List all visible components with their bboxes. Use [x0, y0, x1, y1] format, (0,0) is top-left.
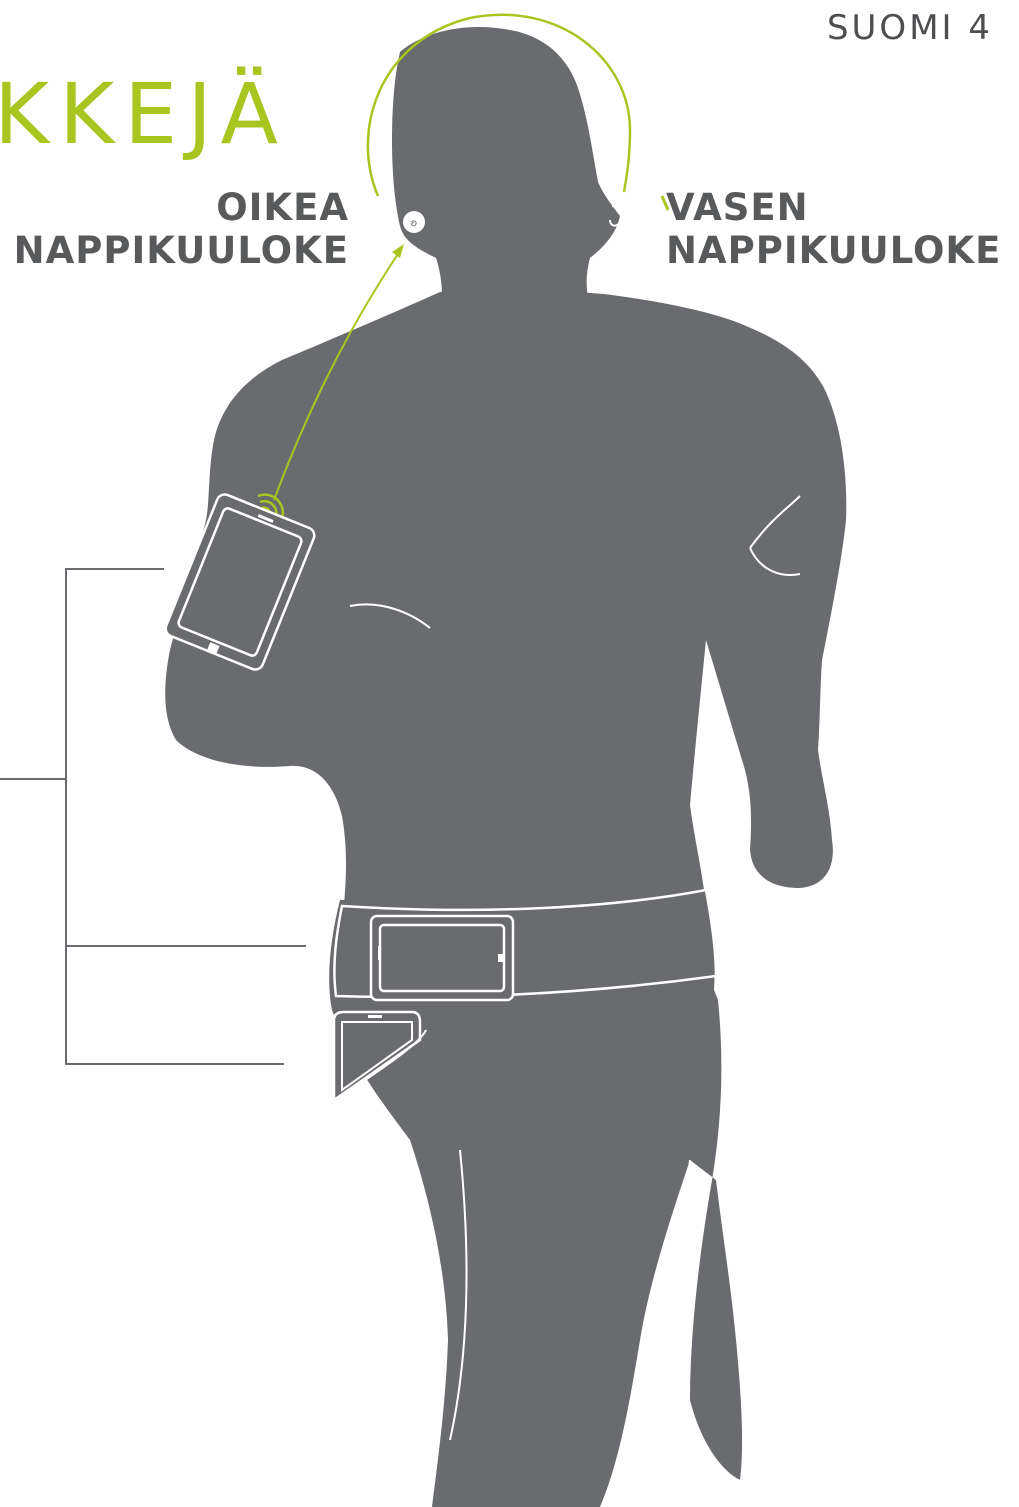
left-earbud-label: VASEN NAPPIKUULOKE	[666, 186, 1001, 272]
left-earbud-label-line1: VASEN	[666, 186, 1001, 229]
right-earbud-label-line2: NAPPIKUULOKE	[14, 229, 349, 272]
right-earbud-label: OIKEA NAPPIKUULOKE	[14, 186, 349, 272]
page-heading: KKEJÄ	[0, 72, 288, 156]
right-earbud-label-line1: OIKEA	[14, 186, 349, 229]
page-label: SUOMI 4	[827, 8, 993, 48]
waistbelt-phone-icon	[371, 916, 513, 1000]
arrow-head-icon	[392, 244, 404, 258]
svg-text:ʚ: ʚ	[411, 218, 418, 229]
earbud-icon: ʚ	[403, 211, 425, 233]
left-earbud-label-line2: NAPPIKUULOKE	[666, 229, 1001, 272]
